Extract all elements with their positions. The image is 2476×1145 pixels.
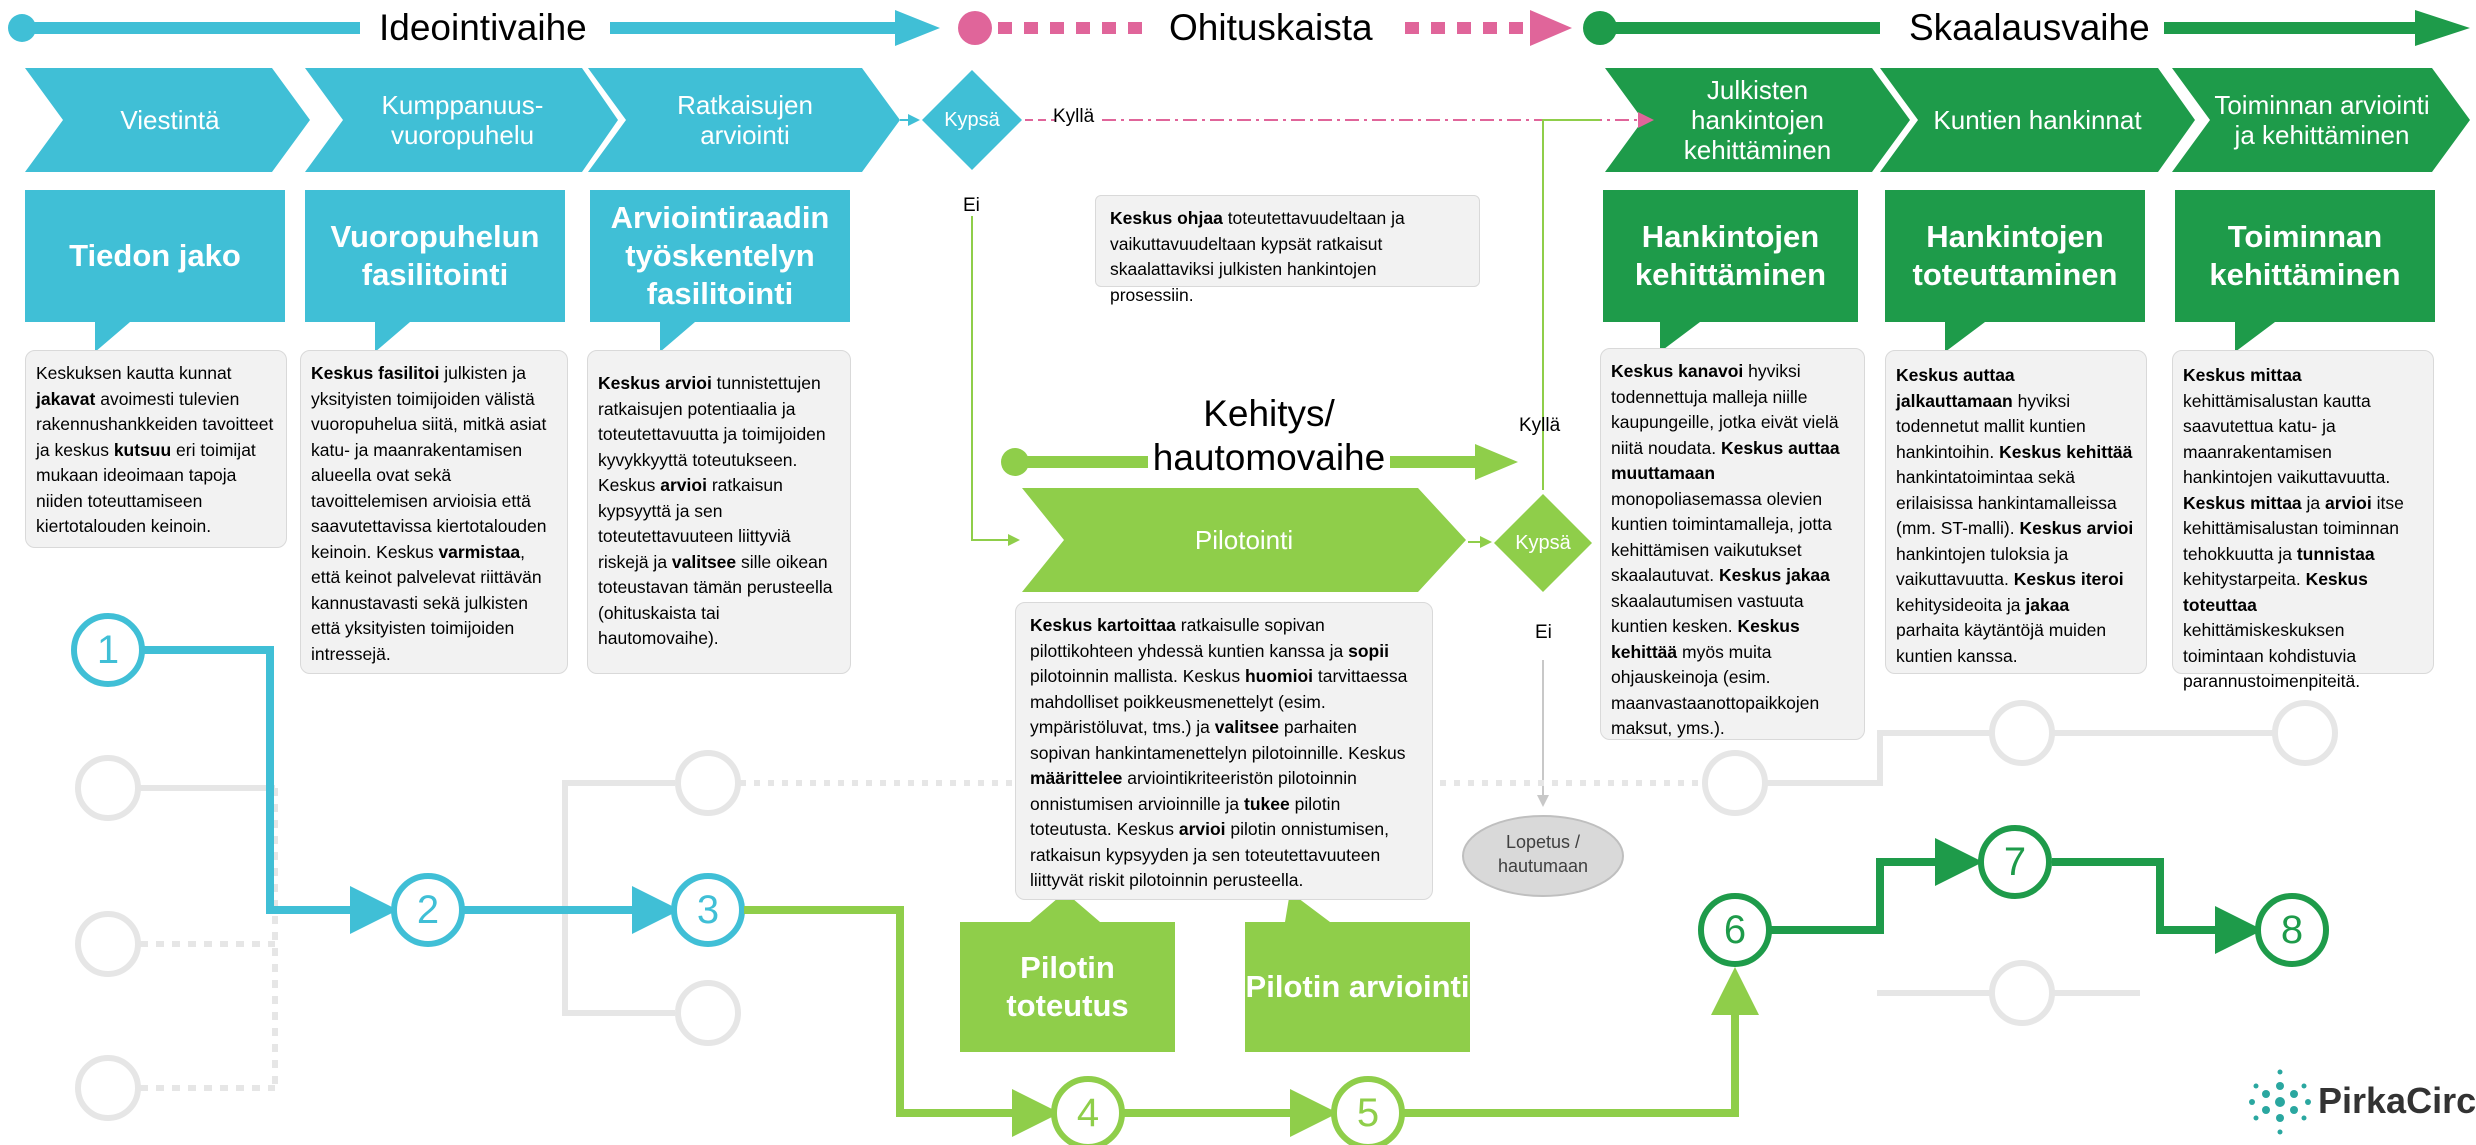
description-hankintojen-kehittaminen: Keskus kanavoi hyviksi todennettuja mall… (1600, 348, 1865, 740)
step-7: 7 (2003, 840, 2027, 884)
step-2: 2 (416, 888, 440, 932)
description-hankintojen-toteuttaminen: Keskus auttaa jalkauttamaan hyviksi tode… (1885, 350, 2147, 674)
step-3: 3 (696, 888, 720, 932)
callout-pilotin-arviointi: Pilotin arviointi (1245, 969, 1470, 1004)
label-kylla-2: Kyllä (1519, 415, 1561, 436)
pilot-chevron-shape (1022, 488, 1466, 592)
callout-pilotin-toteutus: Pilotin toteutus (1006, 950, 1129, 1023)
phase-timeline (8, 10, 2470, 46)
callout-shapes (25, 190, 2435, 1052)
step-8: 8 (2280, 908, 2304, 952)
step-1: 1 (96, 628, 120, 672)
phase-label-scaling: Skaalausvaihe (1895, 6, 2164, 50)
chevron-kumppanuus: Kumppanuus-vuoropuhelu (381, 90, 544, 150)
label-kylla-1: Kyllä (1053, 106, 1095, 127)
callout-arviointiraadin: Arviointiraadin työskentelyn fasilitoint… (610, 200, 830, 311)
blue-path (71, 613, 745, 947)
green-path (744, 906, 1759, 1145)
pilot-chevron-label: Pilotointi (1194, 524, 1294, 555)
chevron-row (25, 68, 2470, 172)
step-5: 5 (1356, 1091, 1380, 1135)
end-node-shape (1462, 815, 1624, 897)
callout-hankintojen-kehittaminen: Hankintojen kehittäminen (1634, 219, 1827, 292)
chevron-toiminnan-arviointi: Toiminnan arviointi ja kehittäminen (2214, 90, 2430, 150)
step-6: 6 (1723, 908, 1747, 952)
chevron-viestinta: Viestintä (120, 105, 220, 135)
chevron-julkisten-hankintojen: Julkisten hankintojen kehittäminen (1683, 75, 1832, 165)
chevron-kuntien-hankinnat: Kuntien hankinnat (1933, 105, 2142, 135)
callout-toiminnan-kehittaminen: Toiminnan kehittäminen (2209, 219, 2401, 292)
chevron-ratkaisujen-arviointi: Ratkaisujen arviointi (677, 90, 813, 150)
label-ei-1: Ei (963, 195, 980, 216)
decision-diamond-2 (1494, 494, 1592, 592)
label-ei-2: Ei (1535, 622, 1552, 643)
logo-mark (2249, 1069, 2311, 1135)
dark-green-path (1698, 825, 2329, 967)
phase-label-development: Kehitys/ hautomovaihe (1148, 392, 1390, 480)
end-node-label: Lopetus / hautumaan (1497, 832, 1589, 876)
decision-kypsa-1: Kypsä (944, 108, 1000, 131)
callout-tiedon-jako: Tiedon jako (69, 238, 241, 273)
description-arviointi: Keskus arvioi tunnistettujen ratkaisujen… (587, 350, 851, 674)
inactive-paths (75, 700, 2338, 1121)
description-tiedon-jako: Keskuksen kautta kunnat jakavat avoimest… (25, 350, 287, 548)
decision-kypsa-2: Kypsä (1515, 531, 1571, 554)
logo-wordmark: PirkaCirc (2318, 1080, 2476, 1121)
phase-label-bypass: Ohituskaista (1155, 6, 1387, 50)
step-4: 4 (1076, 1091, 1100, 1135)
description-bypass: Keskus ohjaa toteutettavuudeltaan ja vai… (1095, 195, 1480, 305)
description-vuoropuhelu: Keskus fasilitoi julkisten ja yksityiste… (300, 350, 568, 674)
description-toiminnan-kehittaminen: Keskus mittaa kehittämisalustan kautta s… (2172, 350, 2434, 691)
callout-hankintojen-toteuttaminen: Hankintojen toteuttaminen (1912, 219, 2118, 292)
decision-diamond-1 (922, 70, 1022, 170)
callout-vuoropuhelun-fasilitointi: Vuoropuhelun fasilitointi (330, 219, 540, 292)
phase-label-ideation: Ideointivaihe (365, 6, 601, 50)
description-pilotointi: Keskus kartoittaa ratkaisulle sopivan pi… (1015, 602, 1433, 900)
